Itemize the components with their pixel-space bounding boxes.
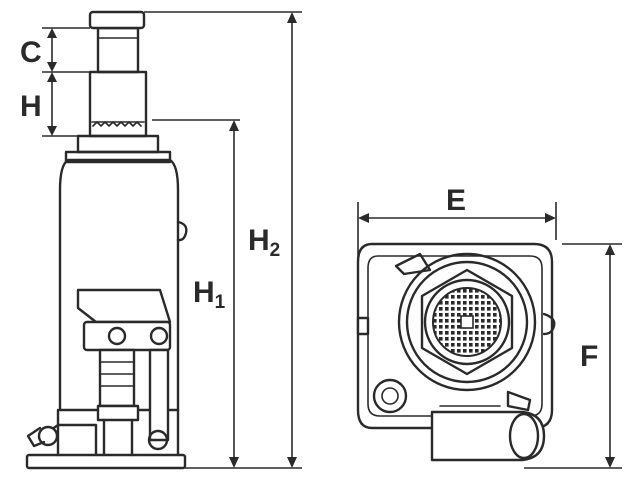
- dimension-labels: C H H1 H2 E F: [20, 36, 598, 373]
- dimension-label-h: H: [20, 90, 42, 123]
- dimension-label-h1-subscript: 1: [215, 292, 226, 313]
- jack-side-view: [25, 10, 188, 470]
- dimension-label-h2: H2: [248, 224, 280, 261]
- dimension-label-f: F: [580, 340, 598, 373]
- jack-top-view: [356, 242, 556, 462]
- dimension-label-h1-letter: H: [193, 276, 215, 309]
- dimension-lines: [42, 11, 622, 469]
- dimension-label-h2-letter: H: [248, 224, 270, 257]
- dimension-label-h1: H1: [193, 276, 226, 313]
- dimension-label-c: C: [20, 36, 42, 69]
- dimension-label-h2-subscript: 2: [270, 240, 281, 261]
- dimension-label-e: E: [446, 184, 466, 217]
